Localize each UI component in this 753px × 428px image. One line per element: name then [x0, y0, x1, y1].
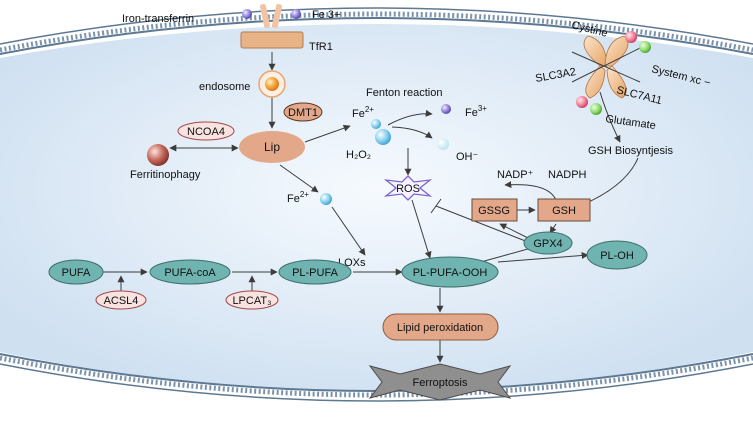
tfr1-receptor: [240, 31, 304, 49]
pathway-arrows: [100, 52, 639, 363]
endosome: [258, 70, 286, 98]
gsh-biosynthesis-label: GSH Biosyntjesis: [588, 145, 673, 157]
fe3-fenton-label: Fe3+: [465, 104, 487, 119]
endosome-label: endosome: [199, 81, 250, 93]
fe3-ion: [441, 104, 451, 114]
pl-pufa-ooh-node: [401, 256, 499, 288]
acsl4-label: ACSL4: [104, 295, 139, 307]
fe2-ion-small: [371, 119, 381, 129]
tfr1-label: TfR1: [309, 41, 333, 53]
lipid-peroxidation-box: [382, 313, 499, 341]
ferroptosis-label: Ferroptosis: [412, 377, 468, 389]
gsh-box: [537, 198, 591, 222]
ferroptosis-star: [368, 363, 512, 401]
ros-star: [383, 175, 433, 201]
fenton-label: Fenton reaction: [366, 87, 442, 99]
ncoa4-node: [177, 121, 235, 141]
cystine-ball-pink: [625, 31, 637, 43]
iron-transferrin-complex: [240, 4, 304, 49]
gpx4-node: [523, 231, 573, 255]
pl-oh-node: [586, 240, 648, 270]
cystine-ball-green: [639, 41, 651, 53]
lipid-peroxidation-label: Lipid peroxidation: [397, 322, 483, 334]
ros-label: ROS: [396, 183, 420, 195]
pufa-node: [48, 259, 104, 285]
gssg-label: GSSG: [478, 205, 510, 217]
fe2-lower-ion: [320, 193, 332, 205]
glutamate-ball-pink: [576, 96, 588, 108]
nadp-plus-label: NADP⁺: [497, 169, 534, 181]
dmt1-node: [283, 102, 323, 122]
lip-label: Lip: [264, 140, 280, 154]
cytoplasm: [0, 24, 753, 391]
hydroxyl-ion: [437, 138, 449, 150]
upper-membrane: [0, 7, 753, 55]
pl-pufa-node: [278, 259, 352, 285]
oh-label: OH⁻: [456, 151, 479, 163]
fe3-top-label: Fe 3+: [312, 9, 340, 21]
fe2-fenton-label: Fe2+: [352, 105, 374, 120]
pl-oh-label: PL-OH: [600, 250, 634, 262]
lip-node: [239, 131, 305, 163]
gpx4-label: GPX4: [533, 238, 562, 250]
ferritinophagy-label: Ferritinophagy: [130, 169, 201, 181]
pufa-coa-node: [149, 259, 231, 285]
h2o2-label: H₂O₂: [346, 149, 371, 161]
dmt1-label: DMT1: [288, 107, 318, 119]
system-xc-transporter: [571, 35, 641, 99]
ferritin-icon: [147, 144, 169, 166]
pl-pufa-label: PL-PUFA: [292, 267, 339, 279]
acsl4-node: [95, 290, 147, 310]
iron-transferrin-label: Iron-transferrin: [122, 13, 194, 25]
gssg-box: [471, 198, 518, 222]
pufa-coa-label: PUFA-coA: [164, 267, 216, 279]
lpcat3-label: LPCAT₃: [232, 295, 271, 307]
gsh-label: GSH: [552, 205, 576, 217]
glutamate-ball-green: [590, 103, 602, 115]
lpcat3-node: [225, 290, 279, 310]
pufa-label: PUFA: [62, 267, 91, 279]
iron-ball-right: [291, 9, 301, 19]
ncoa4-label: NCOA4: [187, 126, 225, 138]
iron-ball-left: [242, 9, 252, 19]
pl-pufa-ooh-label: PL-PUFA-OOH: [413, 267, 488, 279]
nadph-label: NADPH: [548, 169, 587, 181]
fe2-lower-label: Fe2+: [287, 190, 309, 205]
fe2-ion-large: [375, 129, 391, 145]
